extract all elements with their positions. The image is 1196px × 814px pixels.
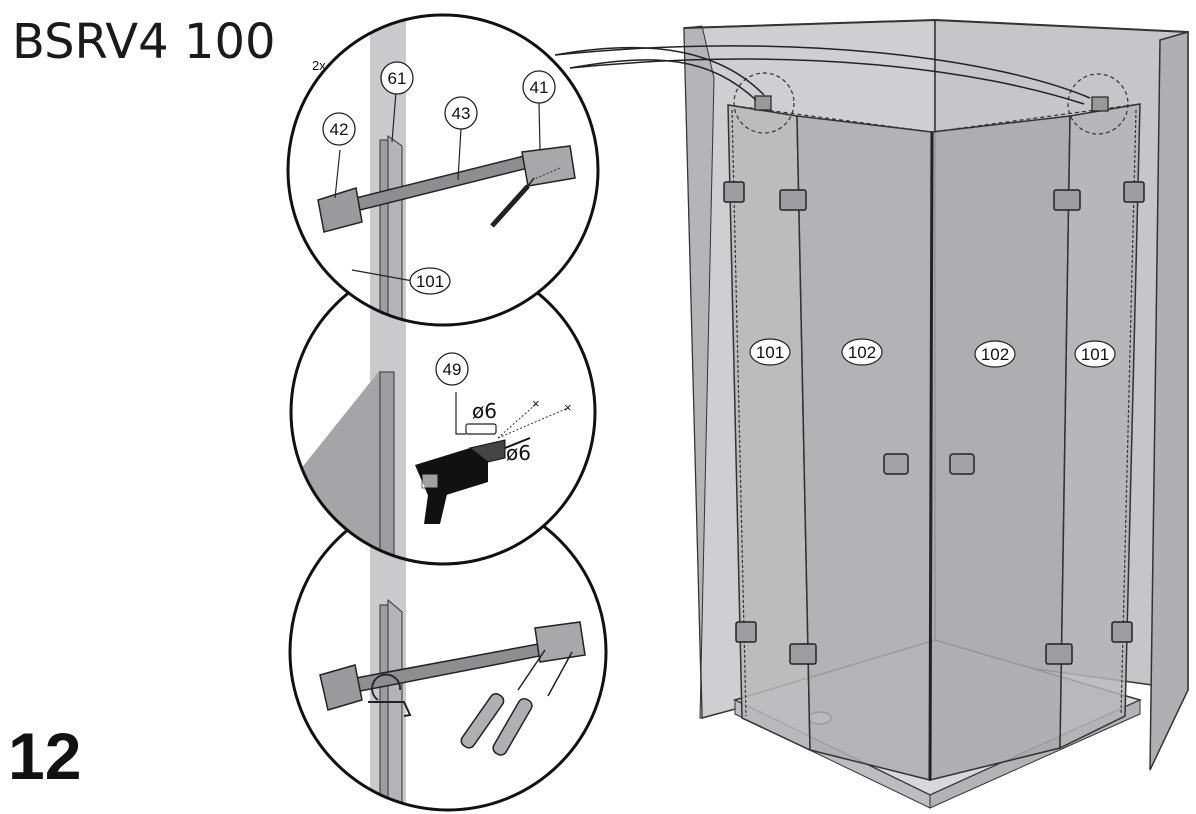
svg-text:61: 61 [388, 69, 407, 88]
svg-text:42: 42 [330, 120, 349, 139]
svg-text:102: 102 [981, 345, 1009, 364]
anchor-diameter-label: ø6 [472, 399, 497, 423]
panel-label-right-door: 102 [974, 340, 1016, 368]
callout-43: 43 [444, 96, 478, 130]
panel-label-left-door: 102 [841, 338, 883, 366]
callout-42: 42 [322, 112, 356, 146]
svg-text:41: 41 [530, 78, 549, 97]
door-knobs [883, 453, 975, 475]
panel-right-door [929, 115, 1071, 781]
panel-label-right-fixed: 101 [1074, 340, 1116, 368]
panel-right-fixed [1059, 103, 1141, 750]
svg-text:101: 101 [1081, 345, 1109, 364]
detail-circle-mount [286, 13, 600, 327]
detail-circle-fasten [288, 492, 608, 812]
detail-marker-right [1067, 73, 1129, 135]
quantity-label: 2x [312, 58, 326, 73]
svg-text:101: 101 [756, 343, 784, 362]
callout-61: 61 [380, 61, 414, 95]
left-wall-edge [683, 25, 715, 719]
step-number: 12 [8, 719, 82, 793]
svg-text:×: × [564, 400, 572, 415]
wall-mount-41 [521, 145, 576, 187]
bracket-42 [317, 187, 363, 233]
svg-text:102: 102 [848, 343, 876, 362]
callout-49: 49 [435, 352, 469, 386]
detail-circle-drill: × × [289, 258, 597, 566]
shower-enclosure [554, 18, 1189, 809]
panel-left-door [796, 115, 933, 781]
svg-text:101: 101 [416, 272, 444, 291]
drill-diameter-label: ø6 [506, 441, 531, 465]
callout-41: 41 [522, 70, 556, 104]
hinges [723, 181, 1145, 665]
model-title: BSRV4 100 [12, 14, 276, 70]
panel-label-left-fixed: 101 [749, 338, 791, 366]
right-wall-edge [1149, 31, 1189, 771]
svg-text:43: 43 [452, 104, 471, 123]
detail-marker-left [733, 72, 795, 134]
callout-101: 101 [409, 267, 451, 295]
svg-text:×: × [532, 396, 540, 411]
svg-text:49: 49 [443, 360, 462, 379]
drill-icon [415, 437, 531, 524]
